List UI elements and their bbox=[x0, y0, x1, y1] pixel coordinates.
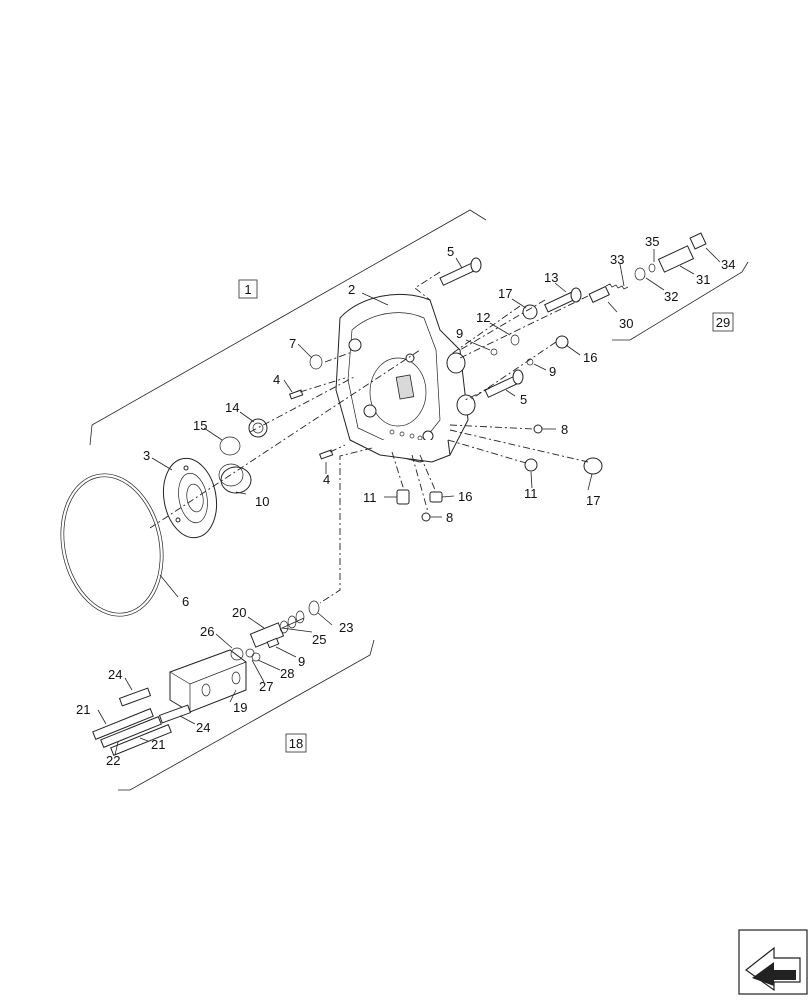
callout-28: 28 bbox=[280, 666, 294, 681]
o-ring-small bbox=[309, 354, 323, 370]
snap-ring bbox=[219, 436, 241, 456]
callout-7: 7 bbox=[289, 336, 296, 351]
cap-17-top bbox=[522, 304, 538, 320]
cap-17-right bbox=[583, 457, 603, 475]
seal-25a bbox=[279, 620, 289, 634]
callout-2: 2 bbox=[348, 282, 355, 297]
callout-15: 15 bbox=[193, 418, 207, 433]
callout-3: 3 bbox=[143, 448, 150, 463]
screw-24-upper bbox=[118, 687, 152, 707]
callout-26: 26 bbox=[200, 624, 214, 639]
o-ring-9a bbox=[490, 348, 498, 356]
callout-35: 35 bbox=[645, 234, 659, 249]
callout-8: 8 bbox=[446, 510, 453, 525]
cap-screw-mid bbox=[484, 369, 524, 398]
o-ring-26 bbox=[230, 647, 244, 661]
callout-17: 17 bbox=[586, 493, 600, 508]
callout-6: 6 bbox=[182, 594, 189, 609]
plug-11-left bbox=[396, 489, 410, 505]
callout-12: 12 bbox=[476, 310, 490, 325]
callout-16: 16 bbox=[583, 350, 597, 365]
screw-24-lower bbox=[158, 704, 192, 724]
callout-21: 21 bbox=[151, 737, 165, 752]
seal-25c bbox=[295, 610, 305, 624]
group-ref-valve-block: 18 bbox=[289, 736, 303, 751]
o-ring-28 bbox=[251, 652, 261, 662]
callout-8: 8 bbox=[561, 422, 568, 437]
o-ring-12 bbox=[510, 334, 520, 346]
plug-8-right bbox=[533, 424, 543, 434]
pump-housing bbox=[335, 294, 476, 463]
callout-11: 11 bbox=[524, 486, 538, 501]
port-plate bbox=[162, 457, 218, 539]
callout-11: 11 bbox=[363, 490, 377, 505]
callout-34: 34 bbox=[721, 257, 735, 272]
callout-27: 27 bbox=[259, 679, 273, 694]
o-ring-large bbox=[60, 473, 164, 617]
plug-11-right bbox=[524, 458, 538, 472]
callout-21: 21 bbox=[76, 702, 90, 717]
bearing bbox=[248, 418, 268, 438]
plug-13 bbox=[544, 287, 582, 313]
dowel-pin-upper bbox=[289, 389, 304, 400]
plug-16-bottom bbox=[429, 491, 443, 503]
ring-23 bbox=[308, 600, 320, 616]
cap-screw-top bbox=[439, 257, 482, 286]
plug-9-block bbox=[266, 637, 280, 649]
group-ref-housing: 1 bbox=[244, 282, 251, 297]
callout-33: 33 bbox=[610, 252, 624, 267]
callout-25: 25 bbox=[312, 632, 326, 647]
leader-lines bbox=[97, 247, 721, 756]
tube-22 bbox=[100, 716, 162, 748]
callout-13: 13 bbox=[544, 270, 558, 285]
callout-14: 14 bbox=[225, 400, 239, 415]
callout-17: 17 bbox=[498, 286, 512, 301]
callout-5: 5 bbox=[447, 244, 454, 259]
callout-19: 19 bbox=[233, 700, 247, 715]
group-bracket-valve-block bbox=[118, 639, 375, 791]
callout-30: 30 bbox=[619, 316, 633, 331]
callout-5: 5 bbox=[520, 392, 527, 407]
callout-24: 24 bbox=[108, 667, 122, 682]
group-bracket-housing bbox=[89, 209, 487, 446]
group-ref-relief-valve: 29 bbox=[716, 315, 730, 330]
callout-9: 9 bbox=[456, 326, 463, 341]
callouts: 2 3 4 4 5 5 6 7 8 8 9 9 9 10 11 11 12 13… bbox=[76, 234, 735, 768]
group-ref-box-valve-block bbox=[285, 733, 307, 753]
callout-23: 23 bbox=[339, 620, 353, 635]
callout-9: 9 bbox=[549, 364, 556, 379]
callout-20: 20 bbox=[232, 605, 246, 620]
group-bracket-relief-valve bbox=[612, 261, 749, 341]
relief-valve-assembly bbox=[588, 232, 707, 303]
callout-4: 4 bbox=[273, 372, 280, 387]
callout-32: 32 bbox=[664, 289, 678, 304]
tube-21-lower bbox=[110, 724, 172, 756]
group-ref-box-relief bbox=[712, 312, 734, 332]
dowel-pin-lower bbox=[319, 449, 334, 460]
valve-block bbox=[169, 649, 247, 713]
plug-8-bottom bbox=[421, 512, 431, 522]
assembly-lines bbox=[149, 271, 589, 604]
tube-21-upper bbox=[92, 708, 154, 740]
page-navigation-arrow-icon[interactable] bbox=[738, 929, 808, 995]
callout-22: 22 bbox=[106, 753, 120, 768]
bushing bbox=[218, 463, 252, 494]
callout-24: 24 bbox=[196, 720, 210, 735]
o-ring-27 bbox=[245, 648, 255, 658]
callout-4: 4 bbox=[323, 472, 330, 487]
group-ref-box-housing bbox=[238, 279, 258, 299]
callout-10: 10 bbox=[255, 494, 269, 509]
plug-16-top bbox=[555, 335, 569, 349]
callout-9: 9 bbox=[298, 654, 305, 669]
callout-16: 16 bbox=[458, 489, 472, 504]
callout-31: 31 bbox=[696, 272, 710, 287]
